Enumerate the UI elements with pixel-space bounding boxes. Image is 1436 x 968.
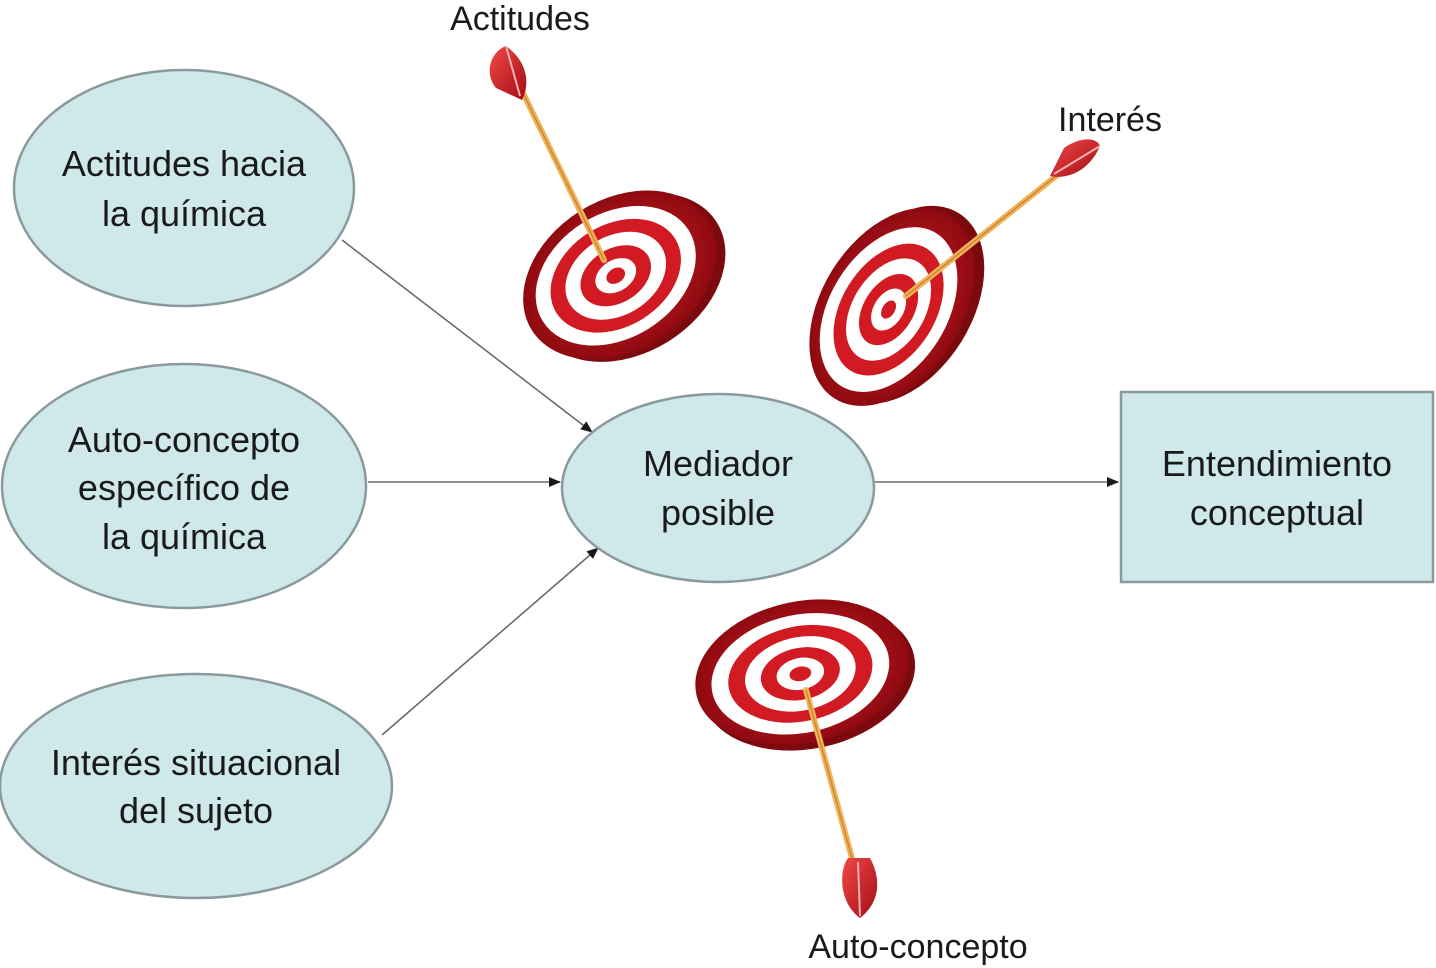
target-autoconcepto-label: Auto-concepto — [808, 928, 1027, 966]
node-interes-situacional: Interés situacional del sujeto — [0, 672, 394, 900]
target-interes-icon — [809, 139, 1101, 406]
node-entendimiento-line2: conceptual — [1190, 492, 1364, 533]
node-autoconcepto-quimica-line3: la química — [102, 516, 267, 557]
node-actitudes-quimica-line1: Actitudes hacia — [62, 143, 307, 184]
node-entendimiento: Entendimiento conceptual — [1119, 390, 1435, 584]
node-interes-situacional-line2: del sujeto — [119, 790, 273, 831]
node-actitudes-quimica: Actitudes hacia la química — [12, 68, 356, 308]
node-autoconcepto-quimica: Auto-concepto específico de la química — [0, 362, 368, 610]
node-autoconcepto-quimica-line1: Auto-concepto — [68, 419, 300, 460]
node-actitudes-quimica-line2: la química — [102, 193, 267, 234]
node-mediador-line2: posible — [661, 492, 775, 533]
target-autoconcepto-icon — [695, 599, 916, 918]
node-interes-situacional-line1: Interés situacional — [51, 742, 341, 783]
target-interes-label: Interés — [1058, 101, 1162, 139]
node-autoconcepto-quimica-line2: específico de — [78, 467, 290, 508]
target-actitudes-icon — [489, 45, 726, 362]
node-mediador: Mediador posible — [560, 392, 876, 584]
target-actitudes-label: Actitudes — [450, 0, 590, 38]
connector-actitudes-to-mediador — [341, 239, 593, 433]
node-entendimiento-line1: Entendimiento — [1162, 443, 1392, 484]
connector-interes-to-mediador — [381, 547, 599, 736]
node-mediador-line1: Mediador — [643, 443, 793, 484]
